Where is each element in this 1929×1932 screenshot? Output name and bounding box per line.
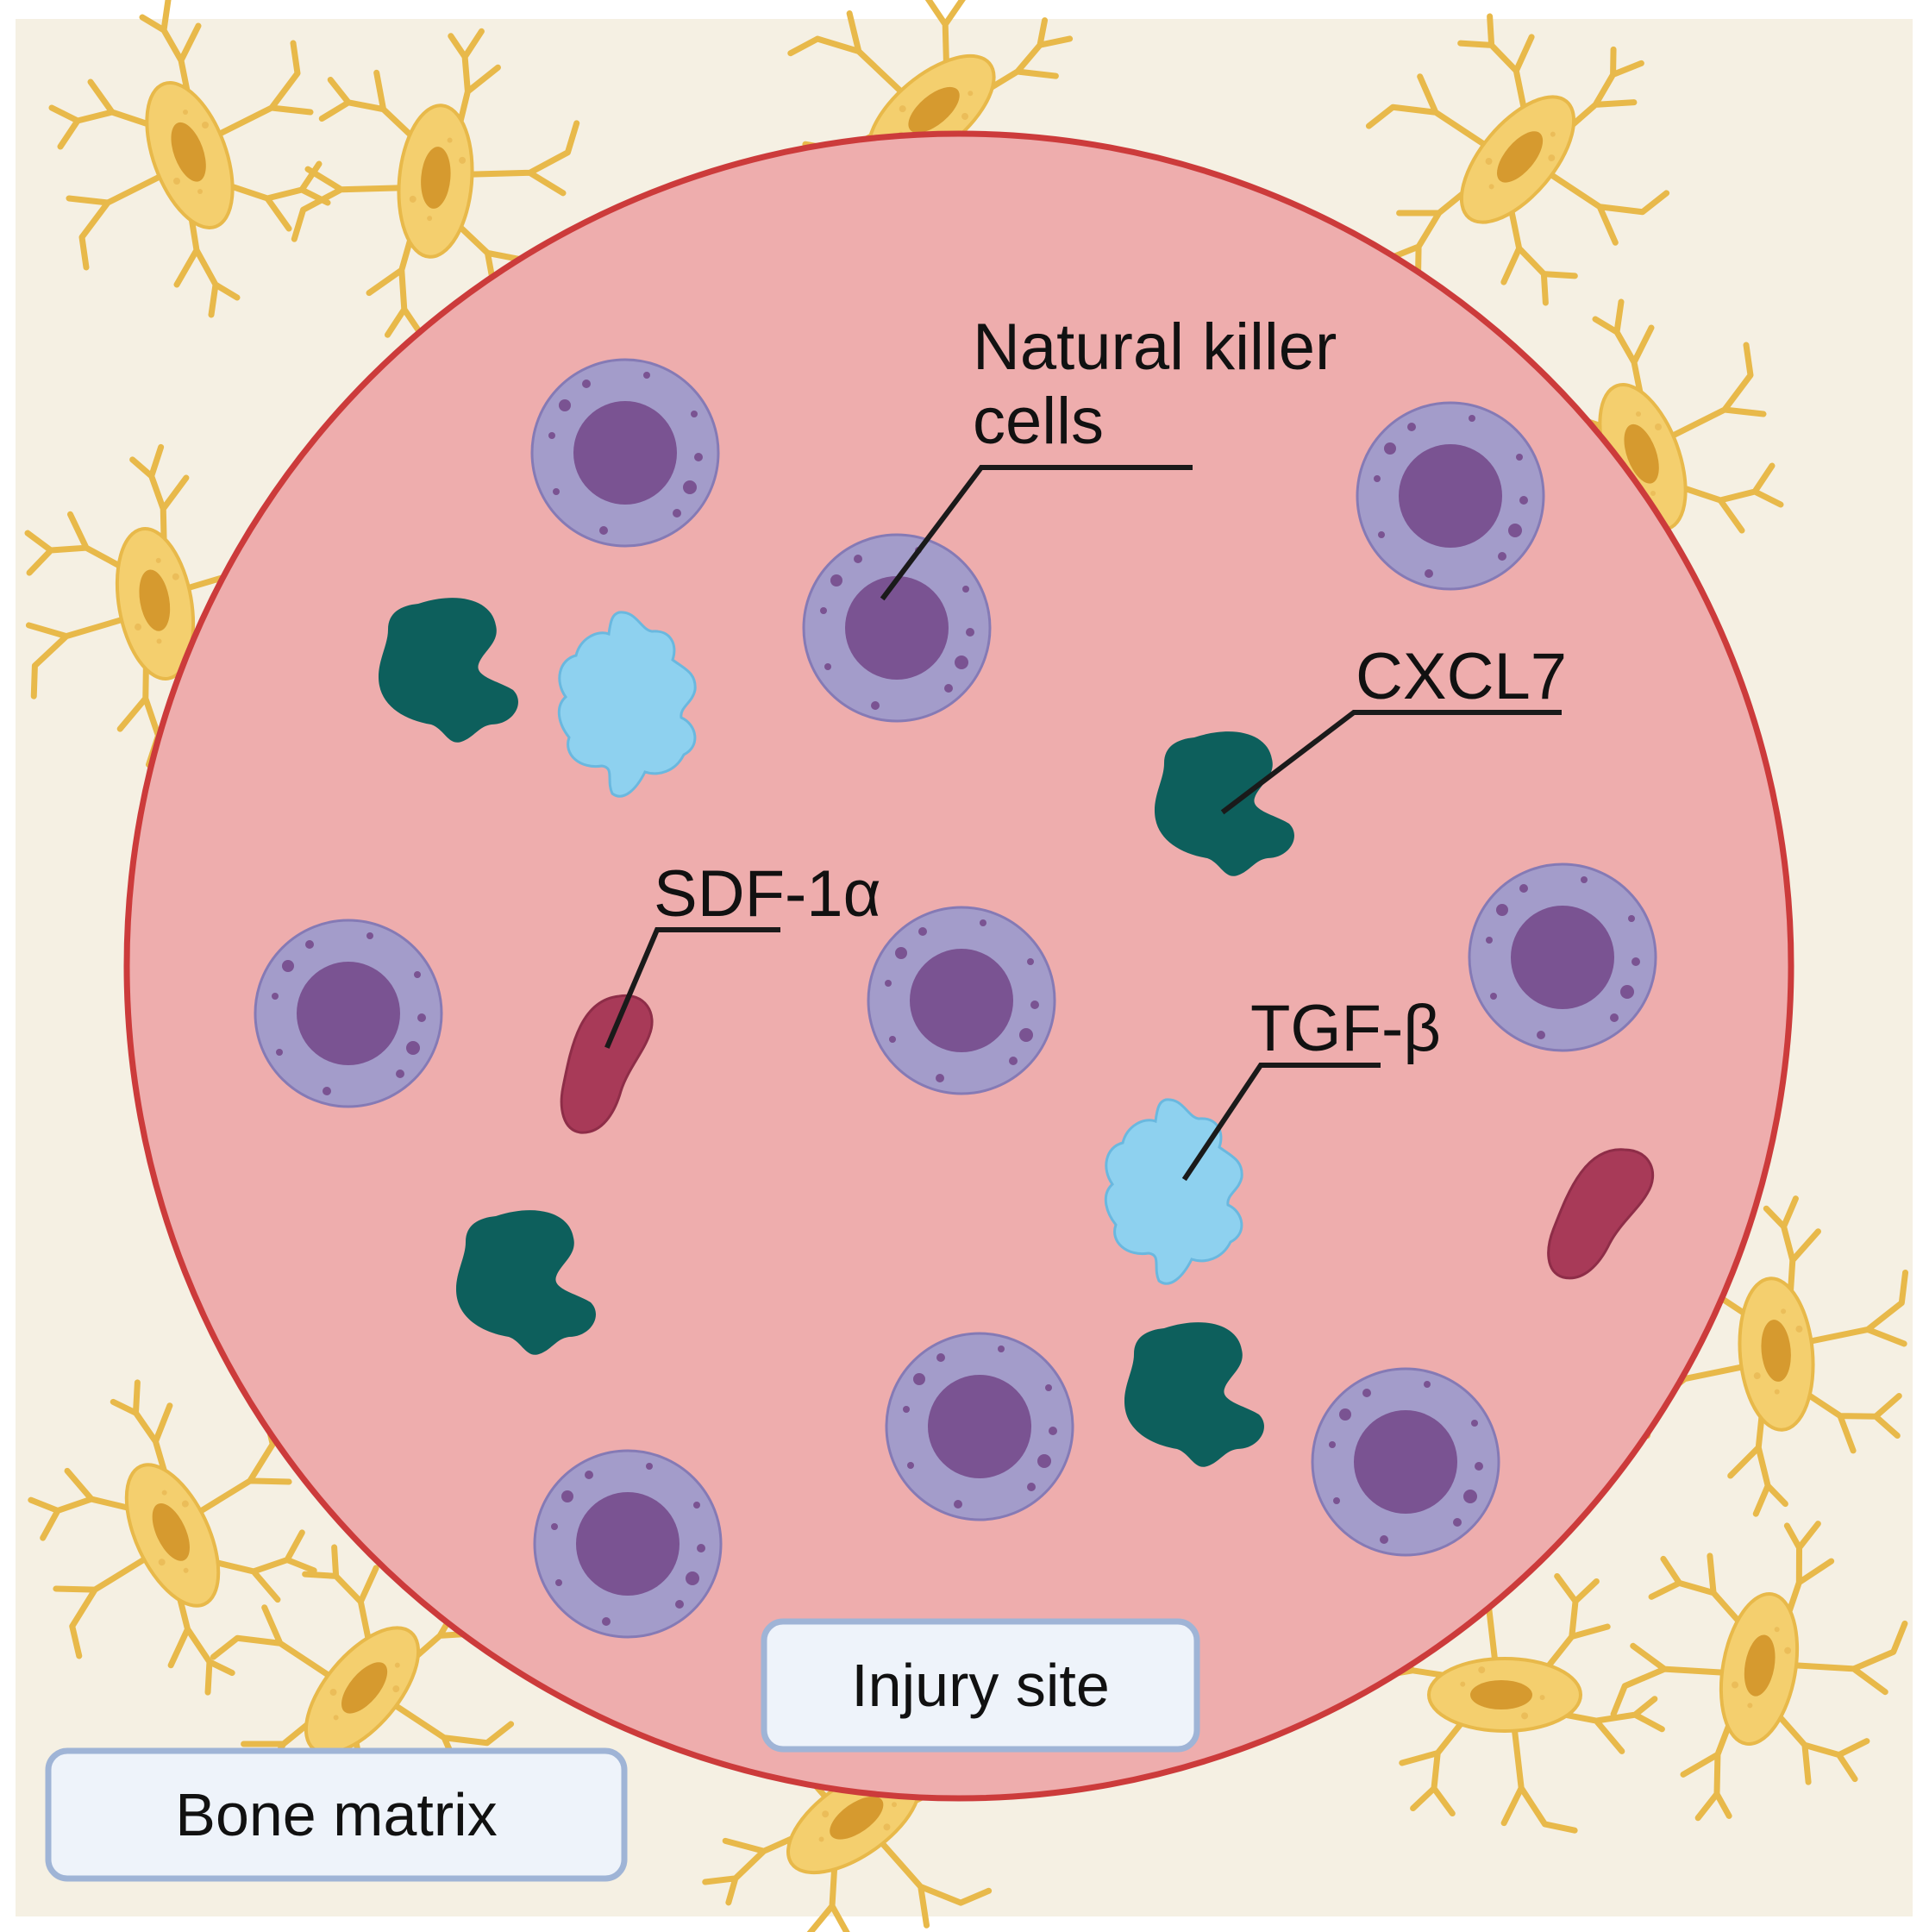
nk-cell-icon [885, 1332, 1074, 1521]
nk-cell-icon [254, 919, 443, 1108]
nk-cell-icon [1356, 401, 1545, 591]
injury-site-label-box: Injury site [761, 1618, 1200, 1753]
nk-cells-label-line1: Natural killer [973, 310, 1337, 384]
nk-cell-icon [1468, 862, 1657, 1052]
nk-cell-icon [530, 358, 720, 548]
cxcl7-label: CXCL7 [1356, 640, 1567, 713]
sdf1a-leader [604, 927, 780, 1049]
nk-cells-label-line2: cells [973, 385, 1104, 458]
nk-cells-leader [880, 465, 1193, 601]
nk-cell-icon [867, 906, 1056, 1095]
leader-lines [604, 465, 1562, 1182]
injury-site-label: Injury site [851, 1652, 1110, 1719]
nk-cell-icon [533, 1449, 723, 1639]
bone-matrix-label-box: Bone matrix [45, 1747, 628, 1882]
nk-cell-icon [1311, 1367, 1500, 1557]
tgfb-leader [1181, 1063, 1381, 1182]
tgfb-label: TGF-β [1250, 992, 1441, 1065]
sdf1a-label: SDF-1α [654, 857, 881, 931]
cxcl7-leader [1220, 710, 1562, 815]
bone-matrix-label: Bone matrix [175, 1781, 497, 1848]
nk-cell-icon [802, 533, 992, 723]
